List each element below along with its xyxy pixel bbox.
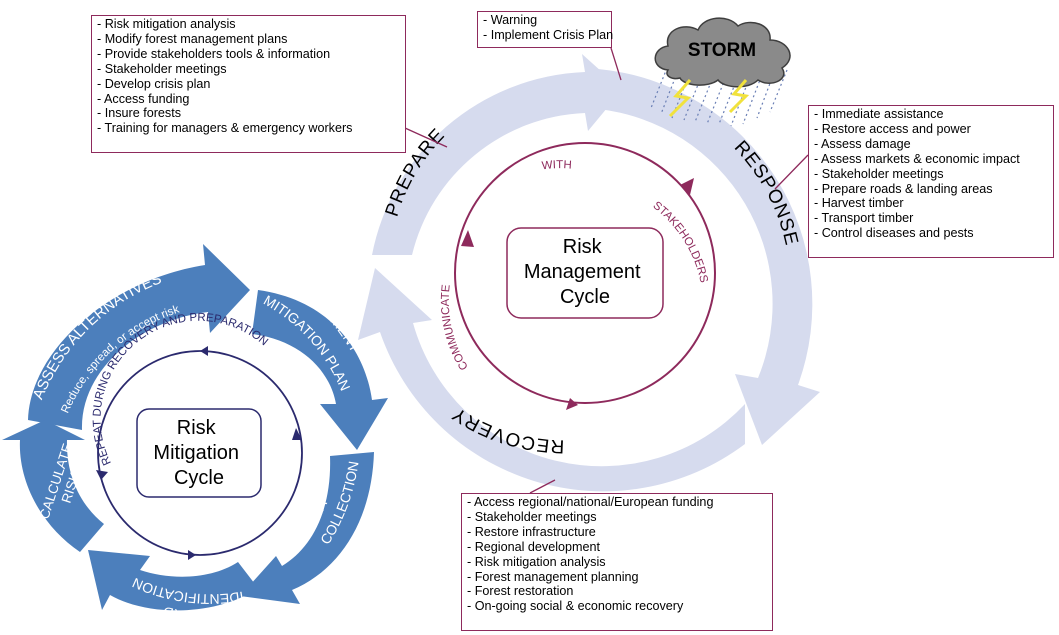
lightning-bolt-icon-left xyxy=(668,79,692,118)
ring-arrowhead-top-right xyxy=(680,178,694,195)
svg-text:WITH: WITH xyxy=(541,159,572,172)
mitigation-center-line-2: Mitigation xyxy=(153,442,239,464)
ring-word-with: WITH xyxy=(541,159,572,172)
mitigation-center-box xyxy=(136,408,262,498)
inner-ring-arrowheads xyxy=(461,178,694,410)
prepare-actions-list: - Risk mitigation analysis- Modify fores… xyxy=(97,17,400,136)
connector-response xyxy=(774,154,809,190)
data-collection-arrow xyxy=(240,452,374,604)
response-action-item: - Transport timber xyxy=(814,211,914,226)
response-action-item: - Restore access and power xyxy=(814,121,971,136)
response-action-item: - Stakeholder meetings xyxy=(814,166,944,181)
management-outer-arrows xyxy=(358,54,820,492)
management-center-line-3: Cycle xyxy=(560,286,610,308)
recovery-action-item: - Restore infrastructure xyxy=(467,524,596,539)
rain-streaks xyxy=(650,67,788,127)
response-action-item: - Assess markets & economic impact xyxy=(814,151,1020,166)
prepare-action-item: - Modify forest management plans xyxy=(97,31,288,46)
prepare-action-item: - Training for managers & emergency work… xyxy=(97,121,353,136)
recovery-action-item: - Risk mitigation analysis xyxy=(467,554,606,569)
management-center-box xyxy=(506,227,664,319)
response-arrow xyxy=(598,69,820,445)
prepare-actions-box: - Risk mitigation analysis- Modify fores… xyxy=(91,15,406,153)
prepare-action-item: - Provide stakeholders tools & informati… xyxy=(97,46,331,61)
svg-text:Risk Management Cycle: Risk Management Cycle xyxy=(524,236,646,308)
response-action-item: - Harvest timber xyxy=(814,196,904,211)
ring-arrowhead-left xyxy=(461,230,474,247)
recovery-action-item: - Forest restoration xyxy=(467,584,574,599)
storm-label: STORM xyxy=(688,40,756,61)
management-center-line-2: Management xyxy=(524,261,641,283)
calculate-risk-arrow xyxy=(2,420,104,552)
hazard-identification-arrow xyxy=(88,550,258,611)
response-actions-list: - Immediate assistance- Restore access a… xyxy=(814,107,1048,241)
response-action-item: - Prepare roads & landing areas xyxy=(814,181,993,196)
recovery-action-item: - Access regional/national/European fund… xyxy=(467,495,714,509)
warning-actions-list: - Warning- Implement Crisis Plan xyxy=(483,13,614,43)
connector-prepare xyxy=(404,127,448,148)
prepare-action-item: - Develop crisis plan xyxy=(97,76,211,91)
mitigation-ring-arrowheads xyxy=(96,346,302,560)
response-action-item: - Control diseases and pests xyxy=(814,226,974,241)
connector-recovery xyxy=(529,479,556,494)
prepare-action-item: - Access funding xyxy=(97,91,190,106)
lightning-bolt-icon-right xyxy=(728,79,750,114)
box-connectors xyxy=(404,47,809,494)
recovery-action-item: - Stakeholder meetings xyxy=(467,509,597,524)
recovery-arrow xyxy=(358,268,745,492)
recovery-action-item: - Forest management planning xyxy=(467,569,639,584)
svg-text:Risk Mitigation Cycle: Risk Mitigation Cycle xyxy=(153,417,244,489)
ring-arrowhead-bottom xyxy=(566,398,578,410)
warning-actions-box: - Warning- Implement Crisis Plan xyxy=(477,11,614,48)
recovery-action-item: - On-going social & economic recovery xyxy=(467,599,684,614)
warning-action-item: - Implement Crisis Plan xyxy=(483,27,614,42)
management-center-line-1: Risk xyxy=(563,236,603,258)
recovery-actions-list: - Access regional/national/European fund… xyxy=(467,495,767,614)
prepare-action-item: - Risk mitigation analysis xyxy=(97,17,236,31)
connector-warning xyxy=(610,47,622,81)
recovery-actions-box: - Access regional/national/European fund… xyxy=(461,493,773,631)
response-action-item: - Immediate assistance xyxy=(814,107,944,121)
response-action-item: - Assess damage xyxy=(814,136,911,151)
mitigation-center-line-3: Cycle xyxy=(174,467,224,489)
recovery-action-item: - Regional development xyxy=(467,539,601,554)
response-actions-box: - Immediate assistance- Restore access a… xyxy=(808,105,1054,258)
prepare-action-item: - Insure forests xyxy=(97,106,181,121)
assess-alternatives-arrow xyxy=(28,244,250,430)
prepare-arrow xyxy=(372,54,622,255)
management-inner-ring xyxy=(454,142,716,404)
prepare-action-item: - Stakeholder meetings xyxy=(97,61,227,76)
mitigation-center-line-1: Risk xyxy=(177,417,217,439)
storm-group: STORM xyxy=(650,17,791,127)
implement-plan-arrow xyxy=(252,290,388,450)
warning-action-item: - Warning xyxy=(483,13,538,27)
storm-cloud-icon xyxy=(654,17,791,88)
mitigation-arrows xyxy=(2,244,388,611)
